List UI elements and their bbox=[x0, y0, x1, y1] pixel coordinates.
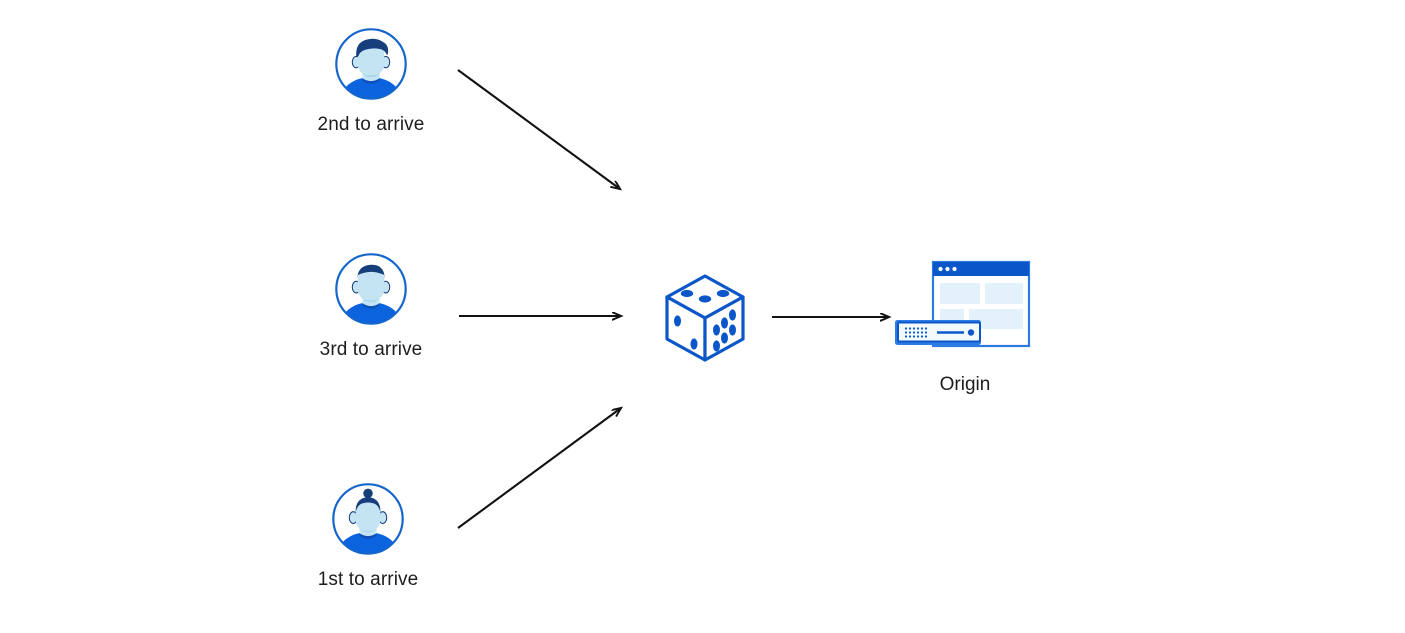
origin-node[interactable]: Origin bbox=[865, 258, 1065, 397]
dice-icon bbox=[665, 274, 745, 362]
origin-server-icon bbox=[895, 260, 1031, 348]
client-label-1st: 1st to arrive bbox=[317, 569, 419, 590]
user-avatar-icon bbox=[335, 28, 407, 100]
origin-label: Origin bbox=[939, 374, 991, 395]
arrow-2nd-to-dice bbox=[457, 69, 620, 189]
user-avatar-icon bbox=[335, 253, 407, 325]
client-node-3rd[interactable]: 3rd to arrive bbox=[291, 251, 451, 362]
client-node-2nd[interactable]: 2nd to arrive bbox=[291, 26, 451, 137]
random-selector-node[interactable] bbox=[655, 268, 755, 368]
user-avatar-icon bbox=[332, 483, 404, 555]
client-node-1st[interactable]: 1st to arrive bbox=[288, 481, 448, 592]
server-appliance-icon bbox=[895, 320, 981, 345]
client-label-2nd: 2nd to arrive bbox=[317, 114, 425, 135]
arrow-1st-to-dice bbox=[457, 408, 621, 529]
client-label-3rd: 3rd to arrive bbox=[319, 339, 423, 360]
